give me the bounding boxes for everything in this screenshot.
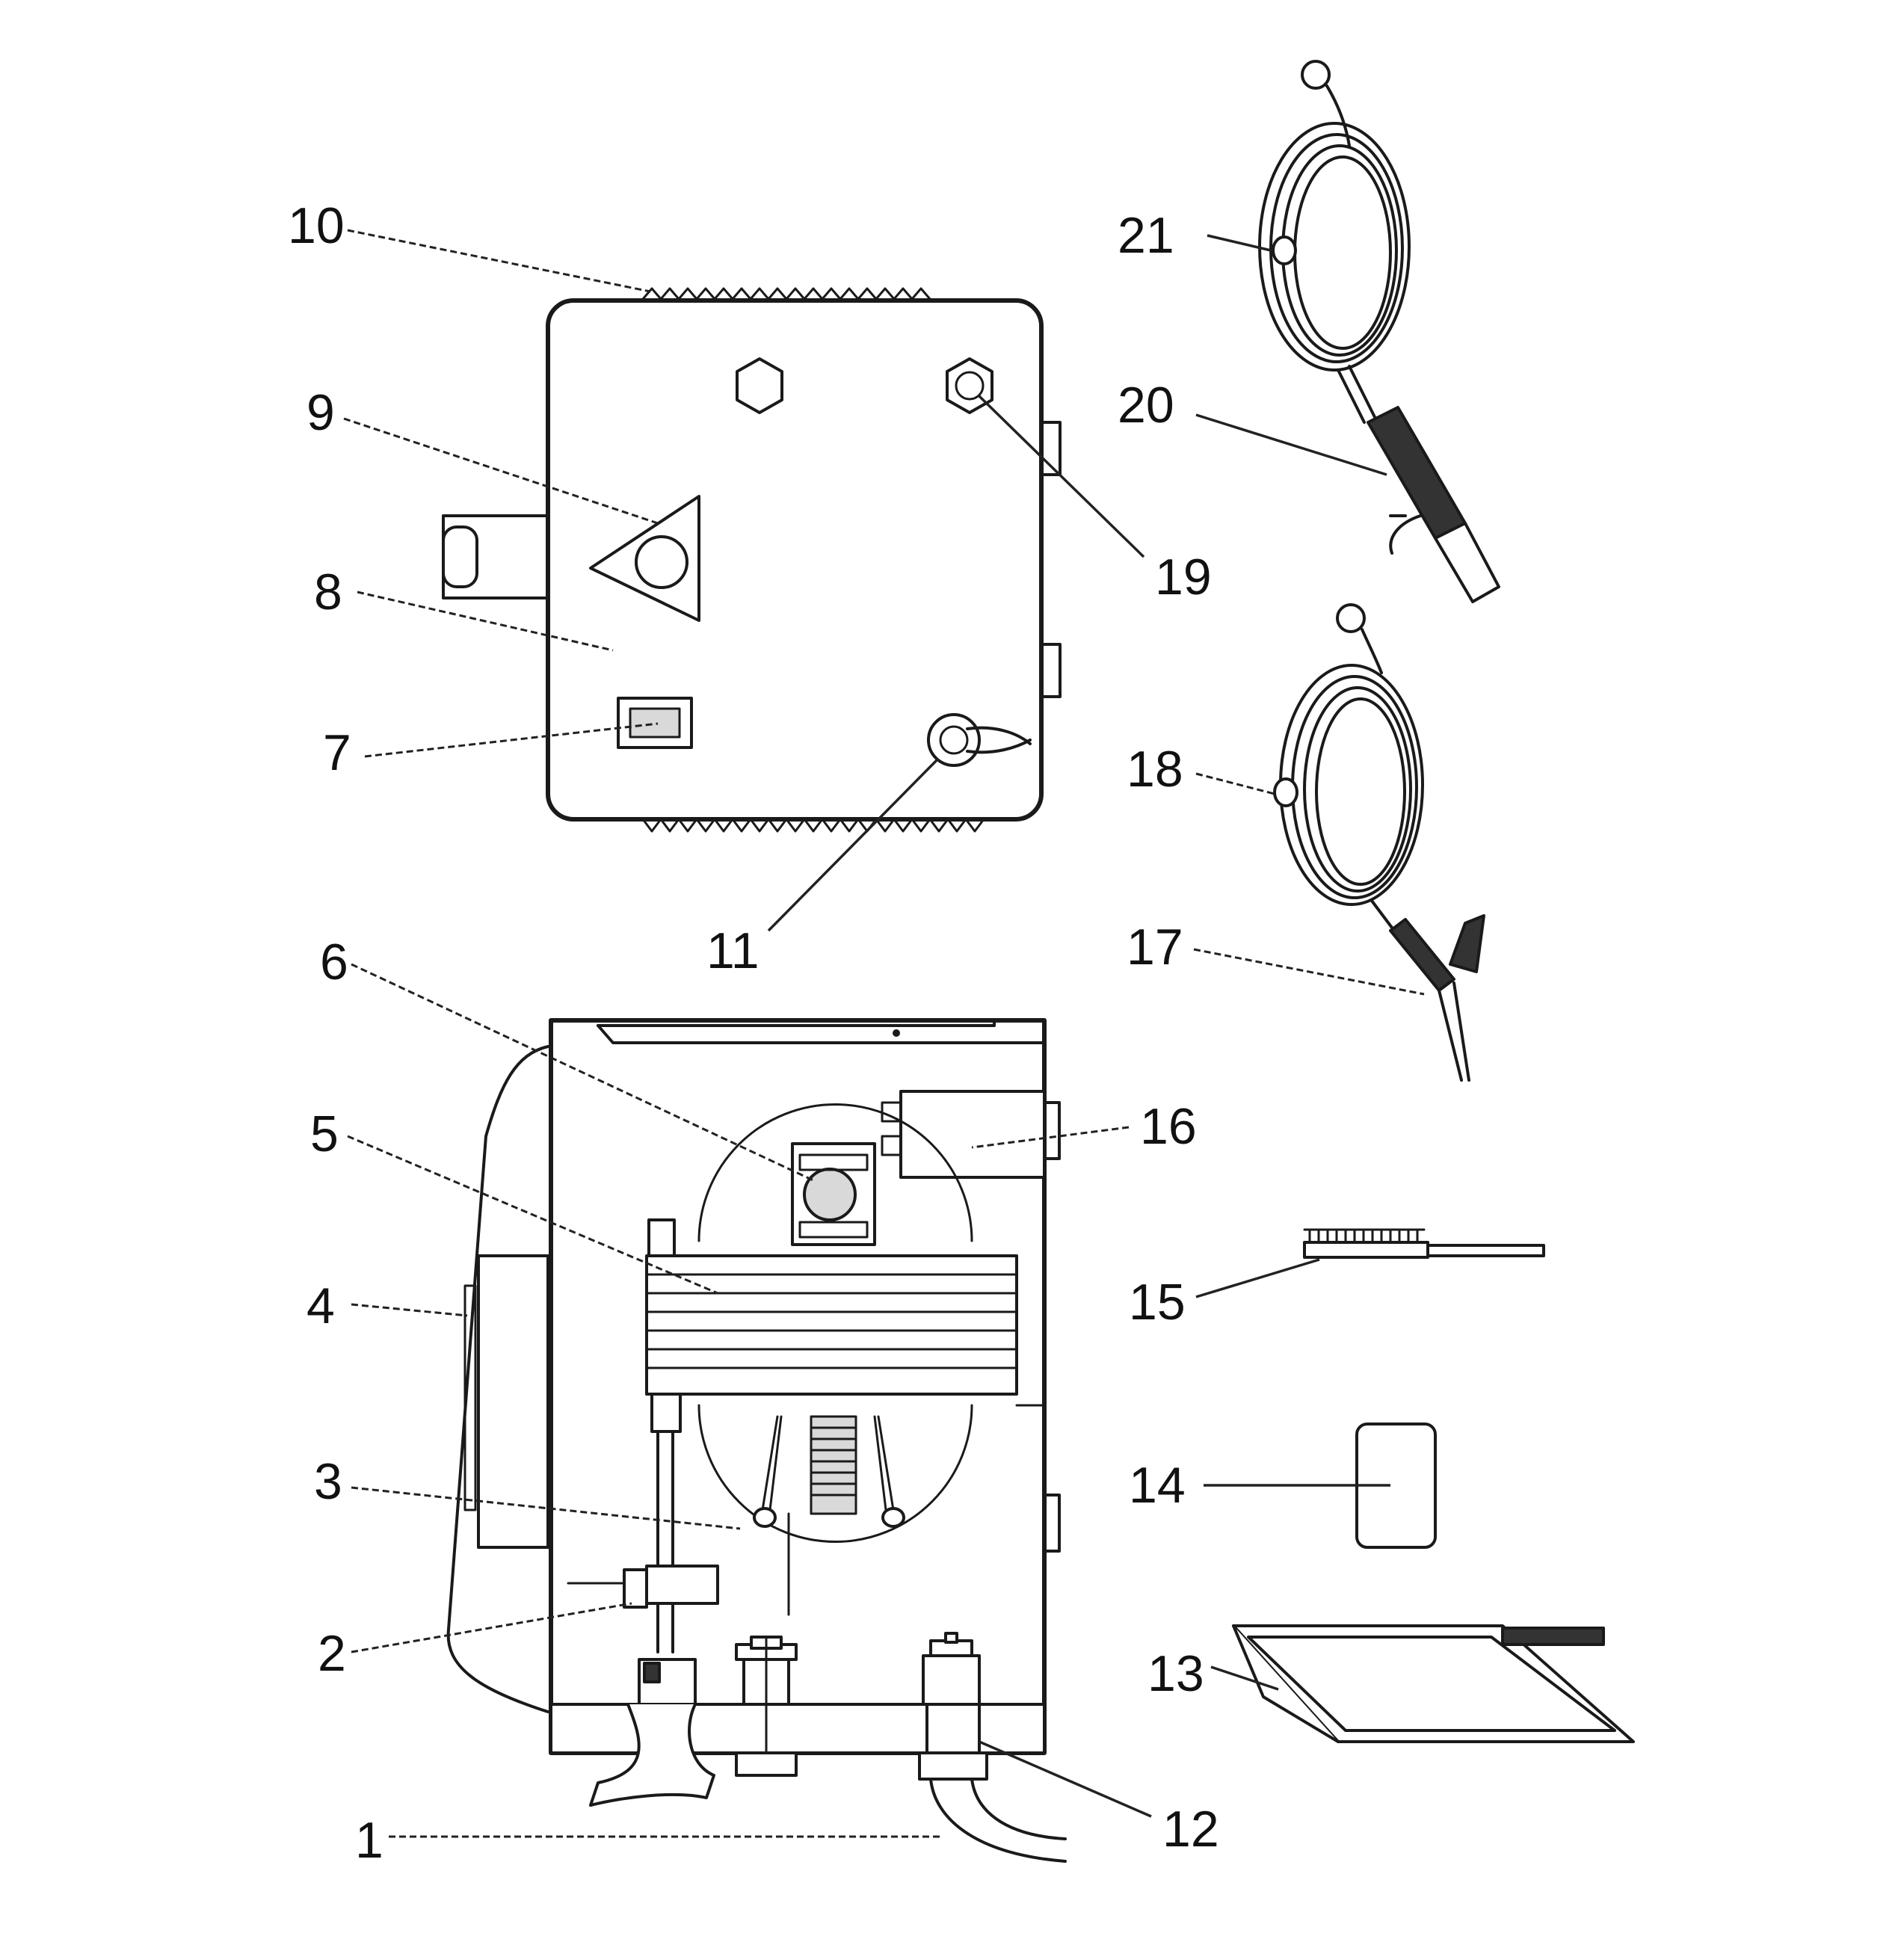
- label-16: 16: [1140, 1098, 1197, 1155]
- label-18: 18: [1127, 741, 1183, 798]
- leader-lines: [343, 229, 1425, 1838]
- label-6: 6: [320, 934, 348, 990]
- cable-gland: [927, 713, 981, 767]
- reference-numerals: 10 9 8 7 11 19 21 20 18 17 16 6 5 4 3 2 …: [288, 197, 1219, 1869]
- wire-brush: [1303, 1228, 1545, 1259]
- label-21: 21: [1118, 207, 1174, 264]
- output-gland: [918, 1632, 1067, 1863]
- panel-outline: [546, 298, 1044, 822]
- hex-terminal-left: [736, 357, 783, 414]
- adjust-knob: [635, 535, 688, 589]
- label-13: 13: [1147, 1645, 1204, 1702]
- label-8: 8: [314, 564, 342, 620]
- label-1: 1: [355, 1812, 383, 1869]
- label-15: 15: [1129, 1274, 1186, 1331]
- label-5: 5: [310, 1106, 339, 1162]
- side-cover: [446, 1045, 549, 1713]
- label-19: 19: [1155, 549, 1212, 605]
- label-2: 2: [318, 1625, 346, 1682]
- open-housing: [446, 1018, 1067, 1863]
- front-panel-housing: [442, 287, 1062, 833]
- ground-cable-with-clamp: [1273, 603, 1485, 1082]
- ground-clamp: [1389, 918, 1455, 992]
- relay-box: [899, 1090, 1046, 1179]
- label-12: 12: [1162, 1801, 1219, 1858]
- hex-terminal-right: [946, 357, 993, 414]
- label-11: 11: [706, 922, 760, 979]
- label-4: 4: [306, 1277, 335, 1334]
- label-14: 14: [1129, 1457, 1186, 1514]
- label-7: 7: [323, 724, 351, 781]
- label-20: 20: [1118, 377, 1174, 434]
- terminal-stud-left: [735, 1636, 798, 1777]
- side-panel: [477, 1254, 549, 1549]
- transformer-coil: [645, 1254, 1018, 1396]
- welding-cable-with-holder: [1258, 60, 1500, 603]
- face-shield: [1232, 1624, 1635, 1743]
- label-17: 17: [1127, 919, 1183, 975]
- label-9: 9: [306, 384, 335, 441]
- label-10: 10: [288, 197, 345, 254]
- label-3: 3: [314, 1453, 342, 1510]
